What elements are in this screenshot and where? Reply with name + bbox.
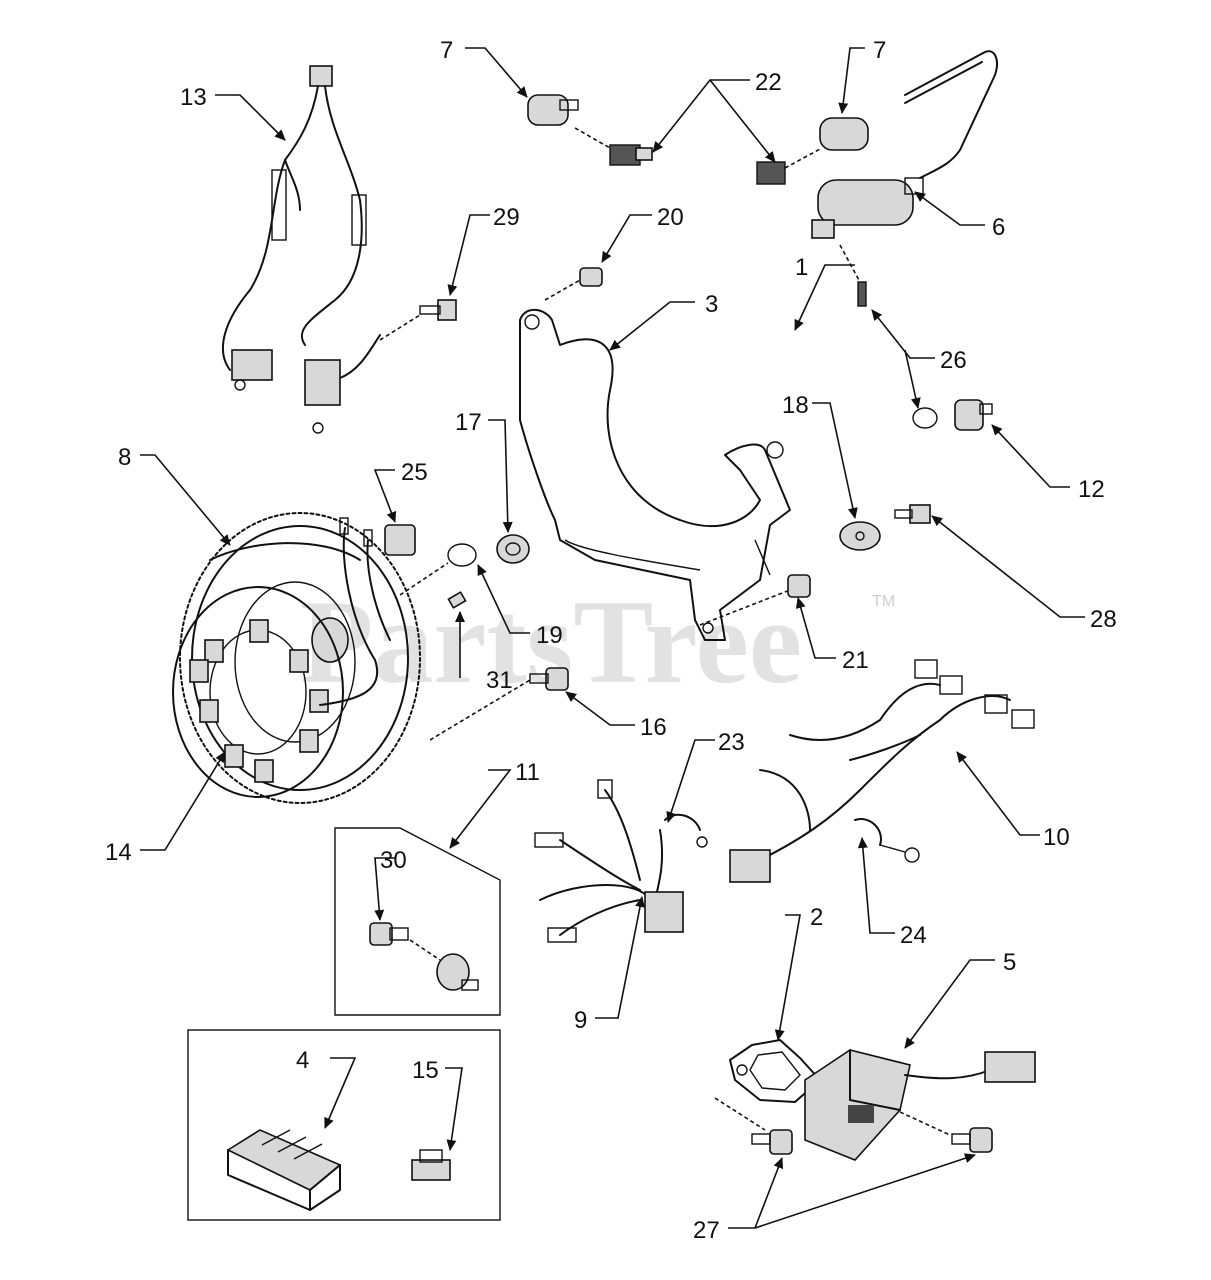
callout-15: 15	[412, 1057, 439, 1084]
callout-13: 13	[180, 84, 207, 111]
callout-12: 12	[1078, 476, 1105, 503]
part-16-bolt	[429, 667, 569, 741]
callout-8: 8	[118, 444, 131, 471]
part-18-washer	[839, 521, 881, 551]
part-15-connector	[411, 1149, 451, 1181]
callout-17: 17	[455, 409, 482, 436]
part-5-cdi-unit	[804, 1049, 1036, 1161]
part-7-plug-cap-left	[527, 94, 579, 126]
part-30-bolt	[369, 922, 393, 946]
part-3-shroud	[519, 308, 791, 641]
part-13-ignition-wiring	[221, 65, 381, 434]
part-21-bolt	[699, 574, 811, 626]
callout-6: 6	[992, 214, 1005, 241]
part-22-spark-plug-left	[574, 127, 653, 166]
callout-21: 21	[842, 647, 869, 674]
part-4-regulator	[226, 1129, 342, 1211]
part-9-harness	[534, 779, 708, 943]
watermark-tm: TM	[872, 593, 895, 610]
callout-24: 24	[900, 922, 927, 949]
callout-27: 27	[693, 1217, 720, 1244]
callout-16: 16	[640, 714, 667, 741]
callout-10: 10	[1043, 824, 1070, 851]
part-12-switch	[954, 399, 993, 431]
callout-5: 5	[1003, 949, 1016, 976]
callout-7-right: 7	[873, 37, 886, 64]
callout-2: 2	[810, 904, 823, 931]
part-26-bolt	[839, 244, 867, 307]
callout-28: 28	[1090, 606, 1117, 633]
callout-3: 3	[705, 291, 718, 318]
callout-22: 22	[755, 69, 782, 96]
part-17-nut	[496, 534, 530, 564]
callout-11: 11	[515, 759, 540, 786]
callout-29: 29	[493, 204, 520, 231]
part-27-bolts	[714, 1097, 993, 1155]
part-29-screw	[379, 299, 457, 341]
callout-1: 1	[795, 254, 808, 281]
part-14-stator	[172, 586, 344, 798]
part-1-washer	[912, 407, 938, 429]
callout-23: 23	[718, 729, 745, 756]
part-4-15-kit-box	[187, 1029, 501, 1221]
callout-18: 18	[782, 392, 809, 419]
callout-26: 26	[940, 347, 967, 374]
callout-19: 19	[536, 622, 563, 649]
part-19-washer	[399, 543, 477, 596]
part-6-ignition-coil	[811, 50, 998, 239]
part-20-collar	[544, 267, 603, 301]
part-2-gasket	[729, 1039, 821, 1103]
callout-4: 4	[296, 1047, 309, 1074]
part-28-screw	[894, 504, 931, 524]
part-31-key	[447, 591, 467, 609]
callout-31: 31	[486, 667, 513, 694]
part-10-harness	[729, 659, 1035, 883]
part-7-plug-cap-right	[819, 117, 869, 151]
callout-7-left: 7	[440, 37, 453, 64]
part-8-flywheel	[179, 512, 421, 804]
part-25-clamp	[319, 517, 416, 706]
callout-14: 14	[105, 839, 132, 866]
callout-9: 9	[574, 1007, 587, 1034]
part-11-kit-box	[334, 827, 501, 1016]
leader-lines	[140, 47, 1085, 1229]
part-22-spark-plug-right	[756, 147, 823, 185]
callout-20: 20	[657, 204, 684, 231]
callout-labels: 1 2 3 4 5 6 7 7 8 9 10 11 12 13 14 15 16…	[105, 37, 1117, 1244]
callout-30: 30	[380, 847, 407, 874]
callout-25: 25	[401, 459, 428, 486]
